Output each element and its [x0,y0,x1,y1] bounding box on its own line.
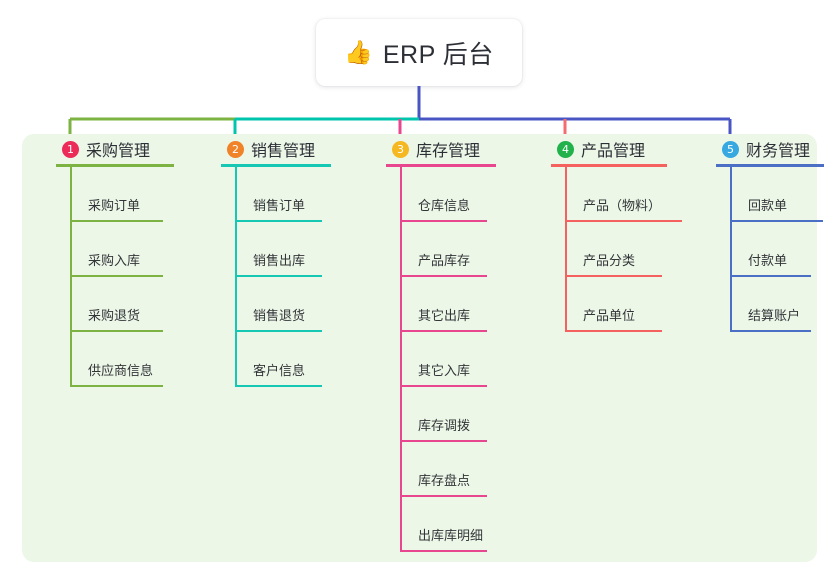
branch-column-2: 2 销售管理销售订单销售出库销售退货客户信息 [213,134,331,387]
branch-header-3[interactable]: 3 库存管理 [378,134,480,164]
leaf-item-label: 回款单 [748,198,788,213]
leaf-item-label: 采购订单 [88,198,141,213]
branch-number-badge: 5 [722,140,739,158]
branch-header-rule [221,164,331,167]
leaf-item-label: 其它入库 [418,363,471,378]
diagram-panel: 1 采购管理采购订单采购入库采购退货供应商信息 2 销售管理销售订单销售出库销售退货客… [22,134,824,562]
leaf-item-rule [235,220,322,222]
leaf-item-rule [400,385,487,387]
leaf-item-rule [400,440,487,442]
leaf-item-label: 采购退货 [88,308,141,323]
leaf-item-label: 销售订单 [253,198,306,213]
branch-column-1: 1 采购管理采购订单采购入库采购退货供应商信息 [48,134,174,387]
branch-header-5[interactable]: 5 财务管理 [708,134,810,164]
leaf-item-rule [730,220,823,222]
branch-number-badge: 1 [62,140,79,158]
leaf-item-label: 销售退货 [253,308,306,323]
branch-column-4: 4 产品管理产品（物料） 产品分类产品单位 [543,134,682,332]
branch-title: 采购管理 [86,143,151,160]
branch-title: 产品管理 [581,143,646,160]
leaf-item-rule [70,220,163,222]
leaf-item-rule [565,220,682,222]
branch-spine [70,167,72,387]
leaf-item-label: 产品单位 [583,308,636,323]
leaf-item-label: 其它出库 [418,308,471,323]
leaf-item-label: 客户信息 [253,363,306,378]
branch-header-2[interactable]: 2 销售管理 [213,134,315,164]
branch-header-rule [551,164,667,167]
leaf-item-label: 库存盘点 [418,473,471,488]
root-node-title: ERP 后台 [382,40,494,69]
branch-header-rule [716,164,824,167]
leaf-item-label: 结算账户 [748,308,801,323]
leaf-item-label: 产品分类 [583,253,636,268]
leaf-item-rule [730,330,811,332]
leaf-item-rule [235,275,322,277]
leaf-item-label: 产品库存 [418,253,471,268]
root-node-card[interactable]: 👍 ERP 后台 [316,19,522,86]
leaf-item-label: 采购入库 [88,253,141,268]
leaf-item-rule [70,385,163,387]
branch-number-badge: 4 [557,140,574,158]
branch-column-5: 5 财务管理回款单付款单结算账户 [708,134,824,332]
leaf-item-rule [235,330,322,332]
leaf-item-rule [400,550,487,552]
leaf-item-rule [70,275,163,277]
branch-header-4[interactable]: 4 产品管理 [543,134,645,164]
branch-header-rule [56,164,174,167]
branch-header-1[interactable]: 1 采购管理 [48,134,150,164]
leaf-item-rule [235,385,322,387]
thumbs-up-icon: 👍 [344,39,373,65]
branch-spine [565,167,567,332]
branch-number-badge: 2 [227,140,244,158]
branch-title: 销售管理 [251,143,316,160]
leaf-item-label: 出库库明细 [418,528,484,543]
leaf-item-rule [70,330,163,332]
leaf-item-rule [565,330,662,332]
leaf-item-label: 产品（物料） [583,198,662,213]
leaf-item-rule [400,220,487,222]
branch-title: 库存管理 [416,143,481,160]
leaf-item-label: 仓库信息 [418,198,471,213]
branch-spine [400,167,402,552]
branch-title: 财务管理 [746,143,811,160]
leaf-item-rule [730,275,811,277]
leaf-item-rule [400,275,487,277]
branch-spine [235,167,237,387]
branch-spine [730,167,732,332]
leaf-item-label: 供应商信息 [88,363,154,378]
leaf-item-label: 付款单 [748,253,788,268]
leaf-item-rule [400,495,487,497]
leaf-item-rule [565,275,662,277]
leaf-item-label: 销售出库 [253,253,306,268]
branch-number-badge: 3 [392,140,409,158]
branch-header-rule [386,164,496,167]
leaf-item-label: 库存调拨 [418,418,471,433]
branch-column-3: 3 库存管理仓库信息产品库存其它出库其它入库库存调拨库存盘点出库库明细 [378,134,496,552]
leaf-item-rule [400,330,487,332]
